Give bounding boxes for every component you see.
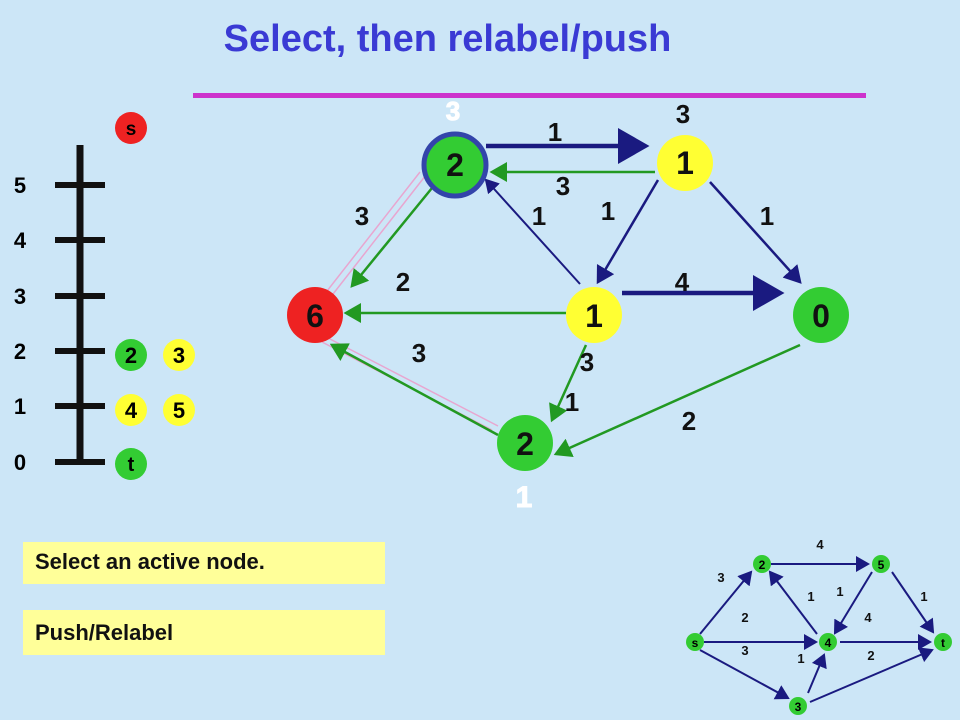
edge-label: 1 [601, 196, 615, 226]
edge-label: 1 [760, 201, 774, 231]
mini-node-3: 3 [789, 697, 807, 715]
scale-node-s: s [115, 112, 147, 144]
scale-node-4: 4 [115, 394, 147, 426]
edge-label: 3 [556, 171, 570, 201]
scale-node-t: t [115, 448, 147, 480]
mini-node-t: t [934, 633, 952, 651]
select-active-node-box: Select an active node. [23, 542, 385, 584]
svg-text:1: 1 [585, 298, 603, 334]
svg-text:3: 3 [795, 700, 802, 714]
edge-5-to-t [709, 181, 802, 284]
push-relabel-box: Push/Relabel [23, 610, 385, 655]
mini-edge-label: 4 [816, 537, 824, 552]
edge-label: 1 [532, 201, 546, 231]
ghost-arrows [319, 171, 499, 431]
mini-edge-label: 1 [797, 651, 804, 666]
title-underline [193, 93, 866, 98]
node-2-active: 2 [421, 131, 489, 199]
scale-node-3: 3 [163, 339, 195, 371]
mini-edge-label: 1 [807, 589, 814, 604]
tick-0: 0 [14, 450, 26, 475]
scale-node-2: 2 [115, 339, 147, 371]
edge-label: 3 [355, 201, 369, 231]
svg-text:4: 4 [825, 636, 832, 650]
mini-node-2: 2 [753, 555, 771, 573]
tick-4: 4 [14, 228, 27, 253]
edge-4-to-2 [484, 178, 581, 285]
svg-text:6: 6 [306, 298, 324, 334]
edge-2-to-s [350, 187, 433, 288]
height-ticks [55, 182, 105, 465]
svg-text:2: 2 [516, 426, 534, 462]
edge-label: 3 [412, 338, 426, 368]
node-5: 1 [657, 135, 713, 191]
edge-label: 3 [676, 99, 690, 129]
edge-t-to-3 [553, 343, 801, 458]
slide-title: Select, then relabel/push [223, 18, 672, 60]
ghost-label-1: 1 [516, 481, 533, 514]
node-t: 0 [793, 287, 849, 343]
edge-label: 3 [580, 347, 594, 377]
mini-node-4: 4 [819, 633, 837, 651]
svg-text:1: 1 [676, 145, 694, 181]
tick-2: 2 [14, 339, 26, 364]
mini-edge-label: 2 [867, 648, 874, 663]
edge-label: 1 [565, 387, 579, 417]
svg-text:t: t [941, 636, 945, 650]
edge-label: 4 [675, 267, 690, 297]
svg-text:5: 5 [173, 398, 185, 423]
svg-text:2: 2 [759, 558, 766, 572]
edge-label: 2 [682, 406, 696, 436]
ghost-label-3: 3 [446, 96, 460, 126]
mini-edge-label: 1 [836, 584, 843, 599]
svg-text:0: 0 [812, 298, 830, 334]
svg-text:s: s [126, 119, 137, 140]
mini-graph: s 2 5 4 t 3 4 3 1 1 1 2 4 3 1 2 [686, 537, 952, 715]
node-3: 2 [497, 415, 553, 471]
mini-edge-label: 3 [717, 570, 724, 585]
svg-text:3: 3 [173, 343, 185, 368]
edge-5-to-4 [596, 179, 660, 285]
mini-node-5: 5 [872, 555, 890, 573]
mini-edge-label: 1 [920, 589, 927, 604]
mini-edge-label: 4 [864, 610, 872, 625]
height-scale: 5 4 3 2 1 0 s 2 3 4 5 t [14, 112, 195, 480]
mini-edge-label: 3 [741, 643, 748, 658]
edge-label: 1 [548, 117, 562, 147]
node-4: 1 [566, 287, 622, 343]
mini-edge-label: 2 [741, 610, 748, 625]
svg-text:2: 2 [125, 343, 137, 368]
scale-node-5: 5 [163, 394, 195, 426]
tick-5: 5 [14, 173, 26, 198]
mini-node-s: s [686, 633, 704, 651]
svg-text:4: 4 [125, 398, 138, 423]
edge-label: 2 [396, 267, 410, 297]
svg-text:t: t [128, 454, 135, 476]
svg-text:s: s [692, 636, 699, 650]
edge-3-to-s [329, 343, 499, 437]
svg-text:2: 2 [446, 147, 464, 183]
svg-text:5: 5 [878, 558, 885, 572]
node-s: 6 [287, 287, 343, 343]
tick-3: 3 [14, 284, 26, 309]
tick-1: 1 [14, 394, 26, 419]
edge-4-to-3 [549, 344, 588, 423]
